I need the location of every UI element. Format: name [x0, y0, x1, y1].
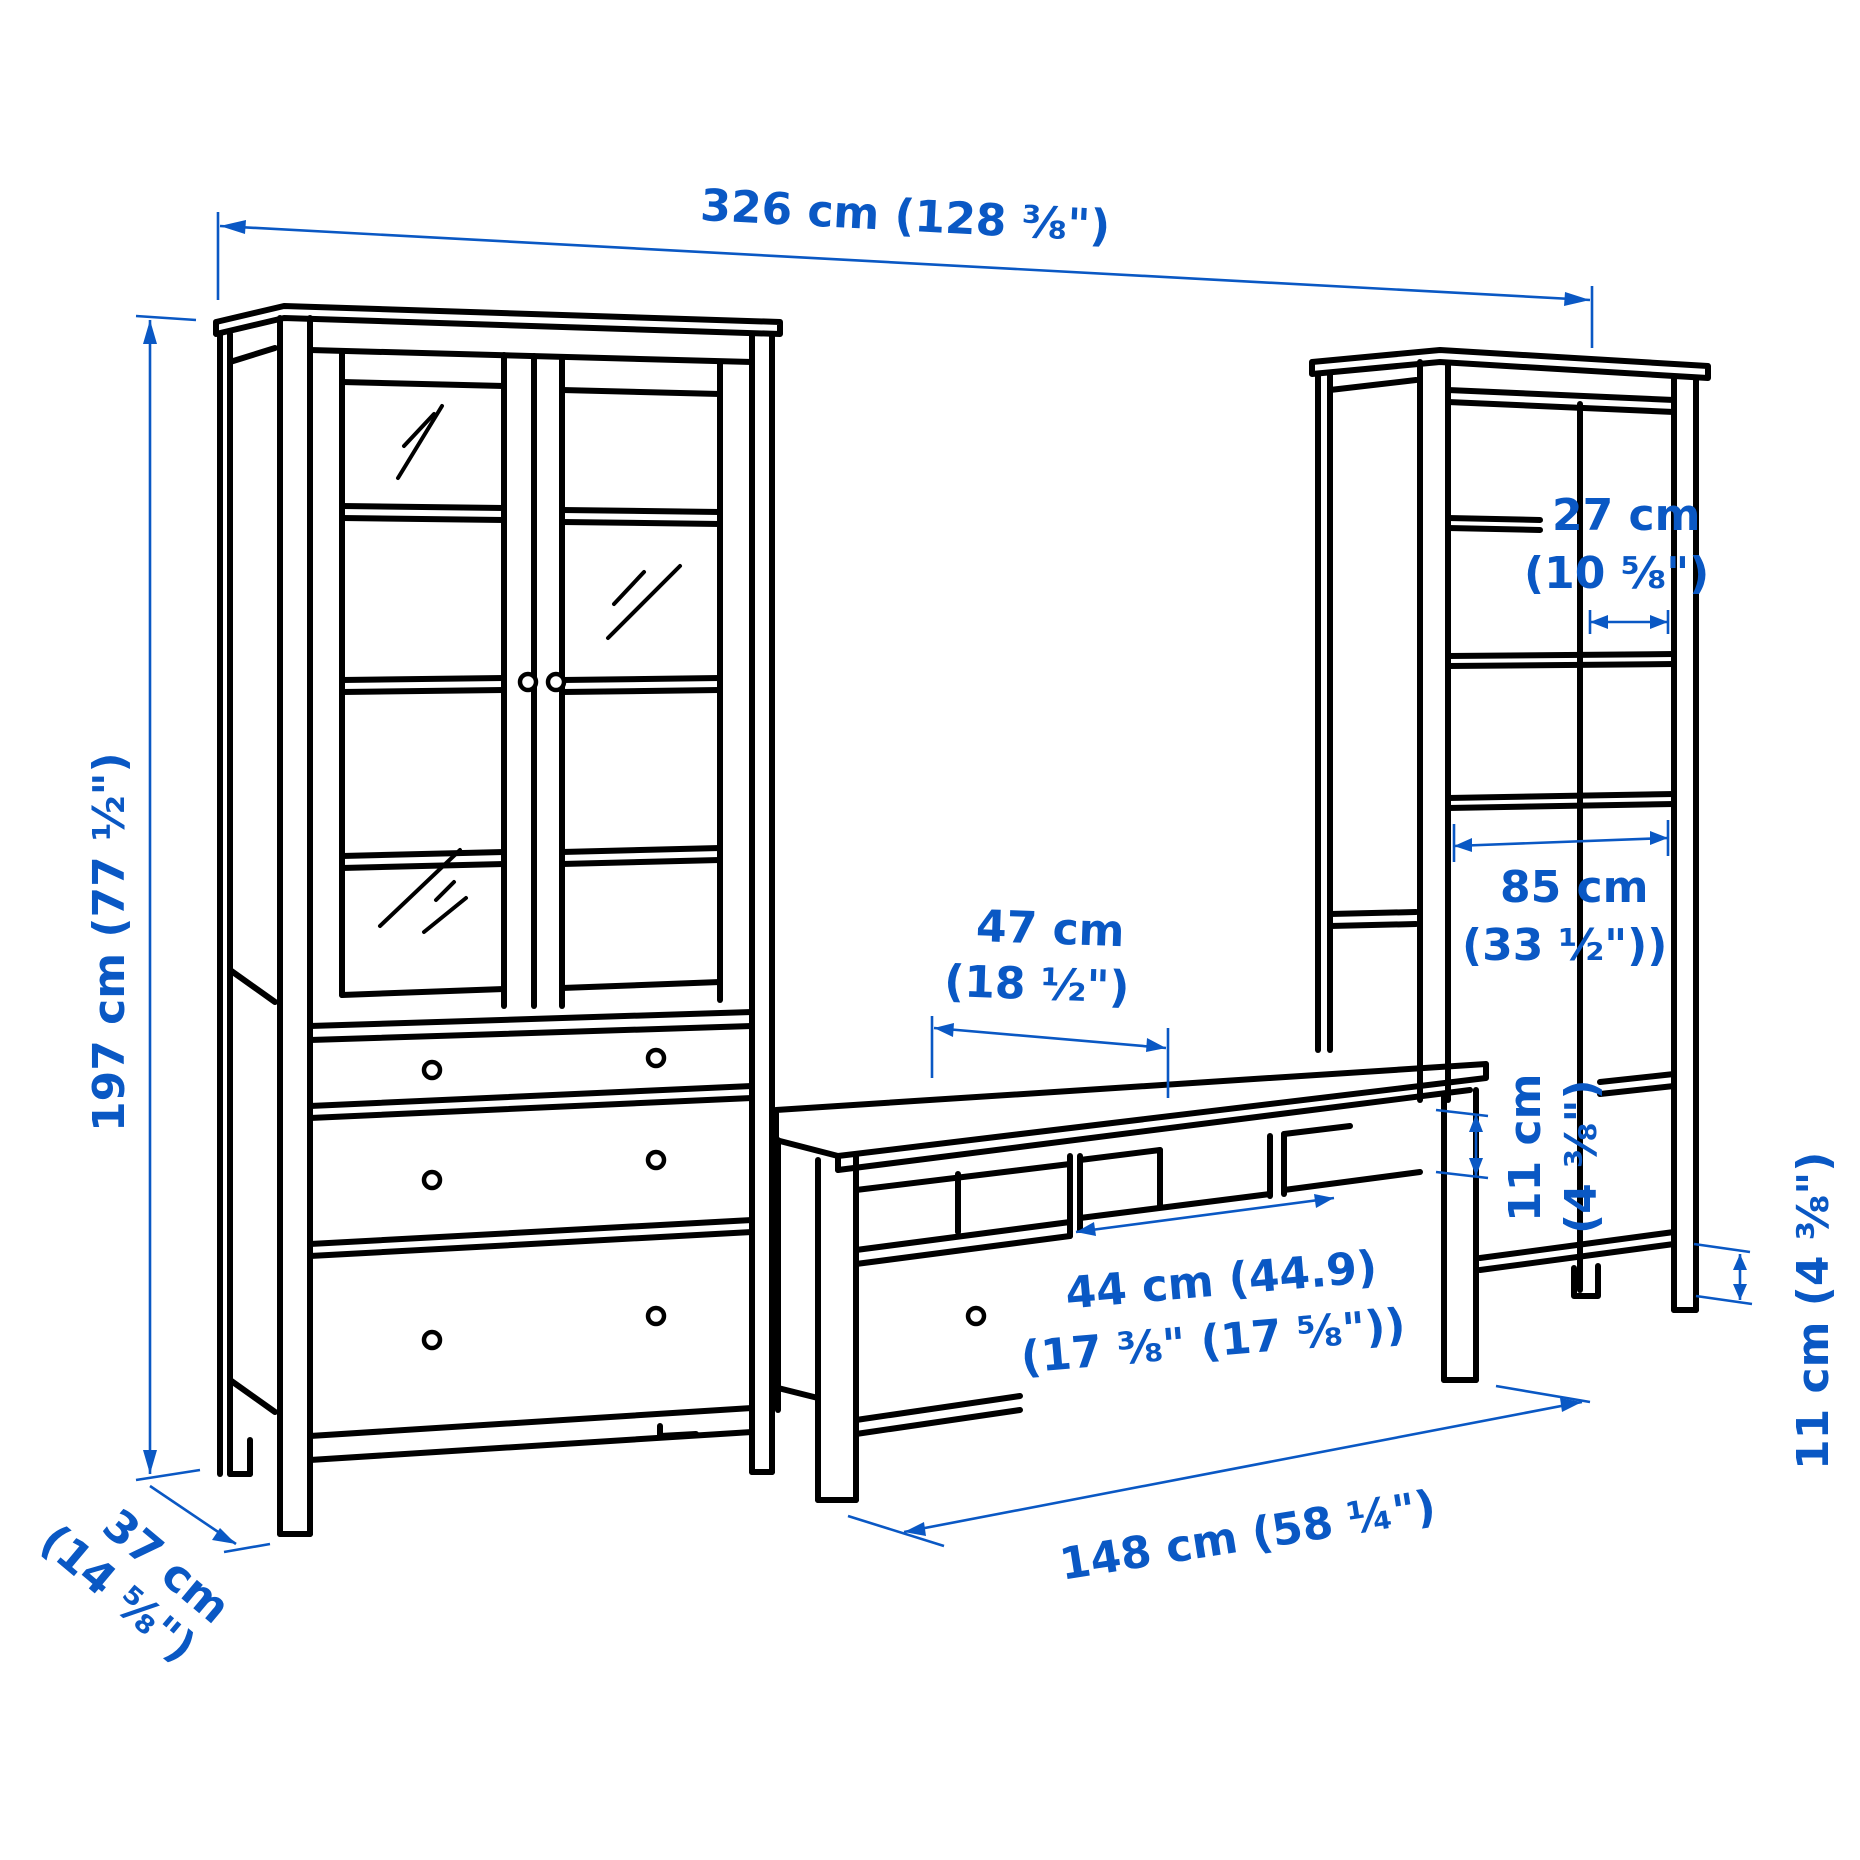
glass-cabinet [213, 303, 783, 1537]
bookcase-depth-label-line2: (10 ⅝") [1524, 548, 1709, 599]
bookcase [1309, 347, 1711, 1313]
bookcase-width-label-line2: (33 ½")) [1462, 920, 1667, 971]
door-knob-right [545, 671, 567, 693]
bench-depth-label-line2: (18 ½") [943, 956, 1130, 1013]
total-width-label: 326 cm (128 ⅜") [699, 180, 1111, 252]
bench-clearance-label: 11 cm (4 ⅜") [1500, 1074, 1607, 1234]
depth-label: 37 cm (14 ⅝") [30, 1499, 239, 1673]
bookcase-depth-label-line1: 27 cm [1552, 490, 1700, 541]
bookcase-clearance-label: 11 cm (4 ⅜") [1788, 1152, 1839, 1470]
bench-width-label: 148 cm (58 ¼") [1056, 1481, 1439, 1591]
svg-text:11 cm: 11 cm [1500, 1074, 1551, 1222]
dimension-lines [135, 212, 1753, 1554]
bench-depth-label-line1: 47 cm [975, 901, 1125, 957]
bench-compartment-label: 44 cm (44.9) (17 ⅜" (17 ⅝")) [1019, 1242, 1408, 1384]
bookcase-width-label-line1: 85 cm [1500, 862, 1648, 913]
height-label: 197 cm (77 ½") [84, 752, 135, 1132]
door-knob-left [517, 671, 539, 693]
tv-bench [773, 1061, 1489, 1503]
svg-text:(4 ⅜"): (4 ⅜") [1556, 1079, 1607, 1234]
